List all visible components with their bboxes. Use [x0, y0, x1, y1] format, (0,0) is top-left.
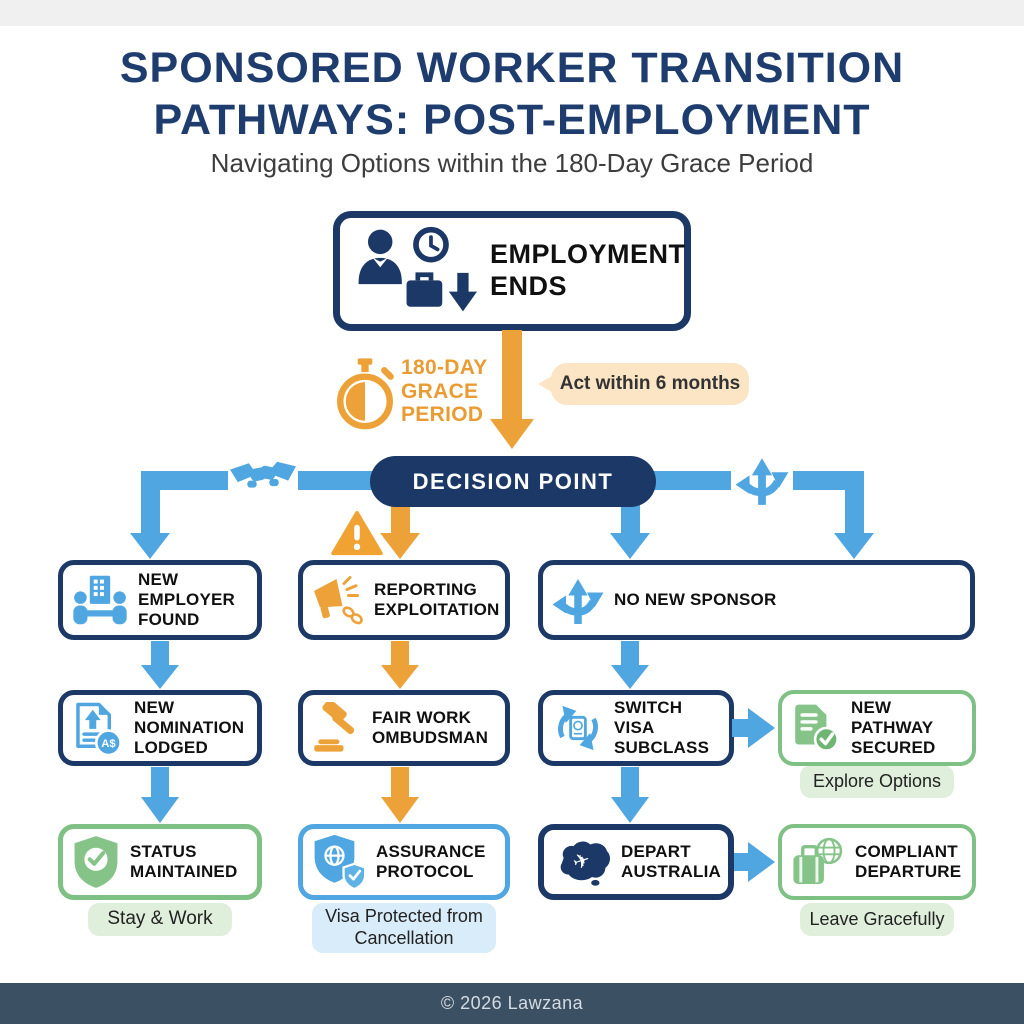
title-line-1: SPONSORED WORKER TRANSITION	[119, 44, 905, 92]
arrow-left-3-head	[141, 797, 179, 823]
connector-mid-orange-vertical	[391, 505, 410, 535]
gavel-icon	[311, 702, 363, 754]
fork-arrows-icon	[731, 443, 793, 517]
arrow-mid-2-head	[381, 665, 419, 689]
arrow-pathway-head	[748, 708, 775, 748]
status-maintained-label: STATUS MAINTAINED	[130, 841, 238, 881]
fair-work-ombudsman-label: FAIR WORK OMBUDSMAN	[372, 707, 489, 747]
svg-text:✈: ✈	[570, 847, 593, 875]
grace-callout-text: Act within 6 months	[559, 373, 741, 394]
aud-badge-text: A$	[101, 738, 116, 750]
connector-right-vertical	[845, 471, 864, 535]
page-subtitle: Navigating Options within the 180-Day Gr…	[210, 148, 814, 178]
arrow-left-2	[151, 641, 169, 667]
new-pathway-secured-label: NEW PATHWAY SECURED	[851, 697, 936, 758]
leave-gracefully-chip: Leave Gracefully	[800, 903, 954, 936]
arrow-departure	[732, 853, 750, 871]
title-line-2: PATHWAYS: POST-EMPLOYMENT	[153, 96, 871, 145]
new-nomination-lodged-label: NEW NOMINATION LODGED	[134, 697, 245, 758]
node-new-pathway-secured: NEW PATHWAY SECURED	[778, 690, 976, 766]
stay-and-work-chip: Stay & Work	[88, 903, 232, 936]
shield-check-icon	[71, 834, 121, 890]
arrow-mid-3-head	[381, 797, 419, 823]
stopwatch-icon	[332, 358, 398, 432]
reporting-exploitation-label: REPORTING EXPLOITATION	[374, 579, 500, 619]
grace-period-label: 180-DAY GRACE PERIOD	[401, 356, 488, 427]
page-title: SPONSORED WORKER TRANSITION PATHWAYS: PO…	[0, 42, 1024, 147]
node-no-new-sponsor: NO NEW SPONSOR	[538, 560, 975, 640]
node-decision-point: DECISION POINT	[370, 456, 656, 507]
visa-protected-chip: Visa Protected from Cancellation	[312, 903, 496, 953]
switch-visa-icon	[551, 701, 605, 755]
arrow-right-3	[621, 767, 639, 799]
node-new-nomination-lodged: A$ NEW NOMINATION LODGED	[58, 690, 262, 766]
node-compliant-departure: COMPLIANT DEPARTURE	[778, 824, 976, 900]
arrow-right-2-head	[611, 665, 649, 689]
connector-far-right-arrowhead	[834, 533, 874, 559]
suitcase-globe-icon	[790, 836, 846, 888]
top-strip	[0, 0, 1024, 26]
node-reporting-exploitation: REPORTING EXPLOITATION	[298, 560, 510, 640]
employment-ends-icon	[352, 224, 478, 318]
employer-icon	[71, 574, 129, 626]
node-fair-work-ombudsman: FAIR WORK OMBUDSMAN	[298, 690, 510, 766]
new-employer-found-label: NEW EMPLOYER FOUND	[138, 569, 236, 630]
switch-visa-subclass-label: SWITCH VISA SUBCLASS	[614, 697, 710, 758]
arrow-right-3-head	[611, 797, 649, 823]
callout-tail-icon	[538, 376, 552, 392]
arrow-departure-head	[748, 842, 775, 882]
connector-left-arrowhead	[130, 533, 170, 559]
node-new-employer-found: NEW EMPLOYER FOUND	[58, 560, 262, 640]
connector-mid-orange-arrowhead	[380, 533, 420, 559]
main-flow-arrow	[502, 330, 522, 420]
connector-mid-right-arrowhead	[610, 533, 650, 559]
employment-ends-label: EMPLOYMENT ENDS	[490, 239, 686, 301]
node-status-maintained: STATUS MAINTAINED	[58, 824, 262, 900]
compliant-departure-label: COMPLIANT DEPARTURE	[855, 841, 962, 881]
arrow-left-3	[151, 767, 169, 799]
arrow-left-2-head	[141, 665, 179, 689]
no-new-sponsor-label: NO NEW SPONSOR	[614, 589, 777, 609]
footer-bar: © 2026 Lawzana	[0, 983, 1024, 1024]
node-depart-australia: ✈ DEPART AUSTRALIA	[538, 824, 734, 900]
arrow-right-2	[621, 641, 639, 667]
handshake-icon	[228, 447, 298, 511]
main-flow-arrowhead	[490, 419, 534, 449]
explore-options-chip: Explore Options	[800, 765, 954, 798]
node-assurance-protocol: ASSURANCE PROTOCOL	[298, 824, 510, 900]
megaphone-icon	[311, 575, 365, 625]
arrow-mid-3	[391, 767, 409, 799]
grace-callout: Act within 6 months	[538, 363, 749, 405]
fork-arrows-icon-small	[551, 572, 605, 628]
copyright-text: © 2026 Lawzana	[440, 993, 584, 1013]
node-switch-visa-subclass: SWITCH VISA SUBCLASS	[538, 690, 734, 766]
arrow-mid-2	[391, 641, 409, 667]
connector-left-vertical	[141, 471, 160, 535]
depart-australia-label: DEPART AUSTRALIA	[621, 841, 722, 881]
nomination-document-icon: A$	[71, 699, 125, 757]
node-employment-ends: EMPLOYMENT ENDS	[333, 211, 691, 331]
shield-globe-icon	[311, 833, 367, 891]
pathway-document-check-icon	[790, 702, 842, 754]
connector-mid-right-vertical	[621, 505, 640, 535]
arrow-pathway	[732, 719, 750, 737]
australia-plane-icon: ✈	[552, 837, 612, 887]
assurance-protocol-label: ASSURANCE PROTOCOL	[376, 841, 486, 881]
warning-icon	[331, 511, 383, 557]
